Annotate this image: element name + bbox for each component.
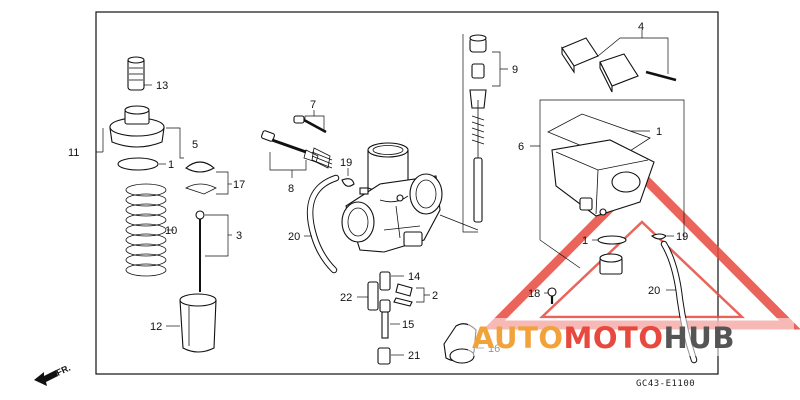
callout-4: 4 (638, 21, 644, 33)
callout-17: 17 (233, 179, 245, 191)
callout-11: 11 (68, 147, 79, 159)
part-7-throttle-stop-screw (293, 115, 333, 169)
watermark-hub: HUB (664, 321, 735, 355)
callout-5: 5 (192, 139, 198, 151)
callout-14: 14 (408, 271, 420, 283)
front-direction-label: FR. (55, 363, 72, 378)
svg-text:AUTOMOTOHUB: AUTOMOTOHUB (472, 321, 735, 355)
callout-6: 6 (518, 141, 524, 153)
callout-13: 13 (156, 80, 168, 92)
callout-15: 15 (402, 319, 414, 331)
callout-21: 21 (408, 350, 420, 362)
callout-9: 9 (512, 64, 518, 76)
front-direction-arrow-icon (34, 370, 58, 386)
part-12-throttle-valve (166, 293, 217, 353)
callout-7: 7 (310, 99, 316, 111)
part-1-o-ring-drain (592, 235, 627, 245)
callout-20-right: 20 (648, 285, 660, 297)
part-drain-plug (599, 253, 623, 275)
callout-1-gasket: 1 (656, 126, 662, 138)
part-13-screw (127, 56, 152, 91)
part-20-tube-center (304, 174, 340, 274)
part-15-needle-jet (379, 299, 400, 339)
part-9-needle-jet-assembly (439, 34, 508, 233)
part-3-jet-needle (195, 210, 232, 292)
callout-8: 8 (288, 183, 294, 195)
watermark-triangle-logo (483, 169, 800, 330)
part-8-air-screw (261, 130, 319, 163)
part-6-float-chamber (551, 139, 655, 217)
part-17-clip-and-seat (185, 161, 232, 195)
leader-7-bracket (304, 110, 325, 130)
part-22-jet (357, 281, 379, 311)
part-5-top-cap (109, 105, 184, 159)
callout-18: 18 (528, 288, 540, 300)
part-10-spring (125, 183, 174, 277)
callout-3: 3 (236, 230, 242, 242)
callout-20-center: 20 (288, 231, 300, 243)
callout-1-drain: 1 (582, 235, 588, 247)
leader-8-bracket (269, 152, 307, 178)
part-14-jet (379, 271, 404, 291)
leader-11-bracket (96, 128, 104, 153)
watermark-auto: AUTO (472, 321, 564, 355)
part-18-screw (544, 287, 557, 304)
figure-code: GC43-E1100 (636, 379, 695, 389)
callout-2: 2 (432, 290, 438, 302)
callout-1-left: 1 (168, 159, 174, 171)
watermark-moto: MOTO (564, 321, 664, 355)
callout-22: 22 (340, 292, 352, 304)
watermark-text: AUTOMOTOHUB (468, 318, 794, 356)
callout-12: 12 (150, 321, 162, 333)
part-4-float (561, 30, 677, 93)
callout-10: 10 (165, 225, 177, 237)
carburetor-body (341, 142, 443, 253)
diagram-frame (95, 11, 719, 375)
part-19-clip-center (341, 168, 355, 187)
callout-19-right: 19 (676, 231, 688, 243)
part-2-pilot-screws (393, 283, 430, 307)
part-1-o-ring-left (117, 157, 166, 171)
part-21-main-jet (377, 347, 404, 365)
leader-6-bracket (530, 99, 685, 269)
part-19-clip-right (650, 233, 674, 240)
callout-19-center: 19 (340, 157, 352, 169)
